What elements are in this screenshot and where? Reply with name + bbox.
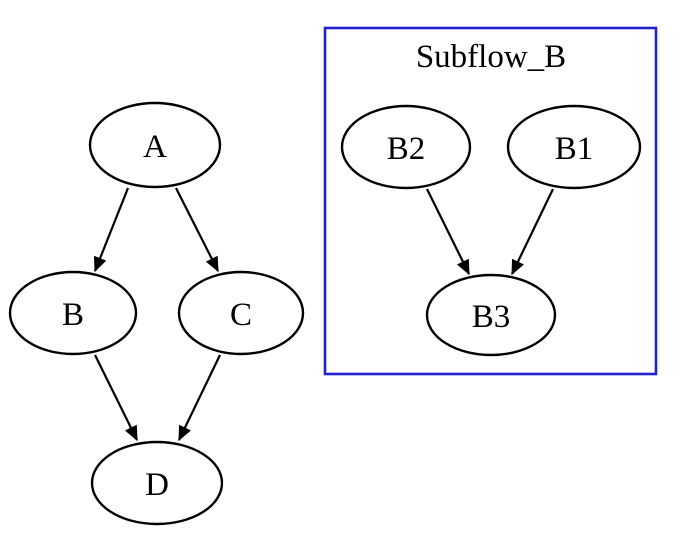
node-b-shape	[8, 270, 138, 356]
cluster-border	[323, 26, 658, 376]
node-b2: B2	[340, 104, 472, 190]
node-d: D	[90, 440, 224, 526]
cluster-label: Subflow_B	[416, 39, 566, 75]
edge-b1-to-b3	[511, 188, 554, 276]
node-b: B	[8, 270, 138, 356]
node-d-label: D	[145, 467, 169, 503]
node-b1-label: B1	[555, 131, 594, 167]
node-a-shape	[88, 101, 222, 189]
node-c-shape	[177, 270, 305, 356]
node-b2-label: B2	[387, 131, 426, 167]
node-b2-shape	[340, 104, 472, 190]
node-b3-shape	[425, 273, 557, 357]
node-b3: B3	[425, 273, 557, 357]
node-b3-label: B3	[472, 299, 511, 335]
node-a-label: A	[143, 129, 167, 165]
edge-b-to-d	[94, 354, 138, 442]
node-b1: B1	[506, 104, 642, 190]
edges	[93, 187, 554, 442]
edge-a-to-b	[93, 187, 130, 273]
node-b-label: B	[62, 297, 84, 333]
cluster-subflow-b: Subflow_B	[323, 26, 658, 376]
node-c-label: C	[230, 297, 252, 333]
edge-a-to-c	[175, 187, 219, 273]
edge-c-to-d	[178, 354, 221, 442]
node-c: C	[177, 270, 305, 356]
node-d-shape	[90, 440, 224, 526]
edge-b2-to-b3	[426, 188, 470, 276]
node-a: A	[88, 101, 222, 189]
node-b1-shape	[506, 104, 642, 190]
